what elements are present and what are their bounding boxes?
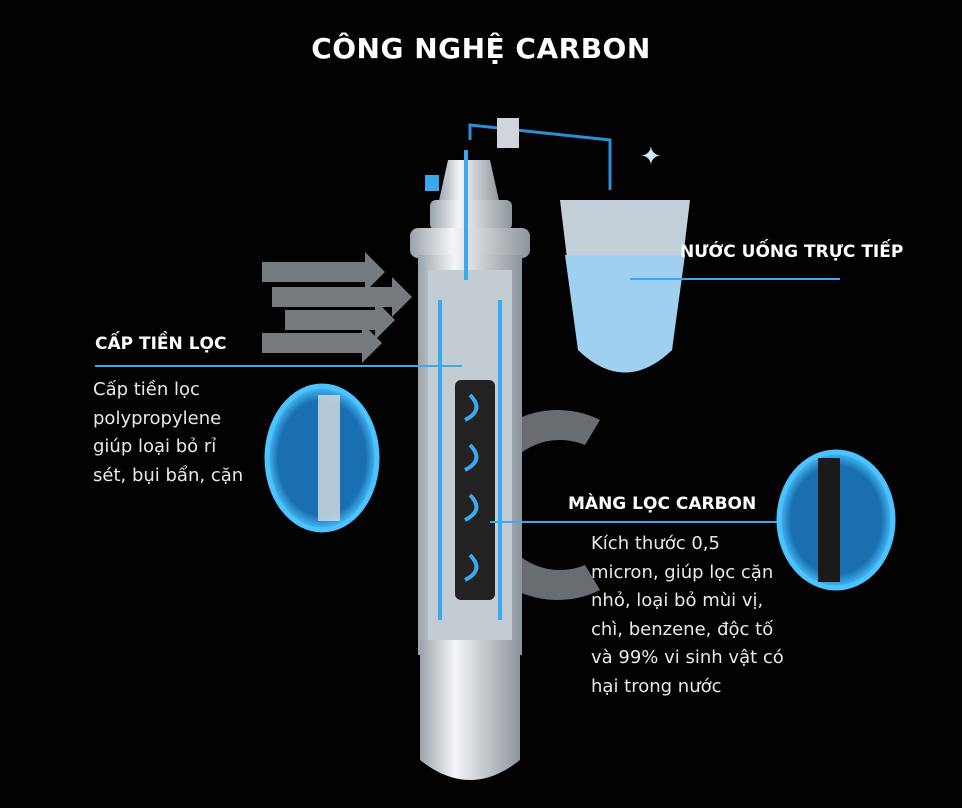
pre-filter-description: Cấp tiền lọc polypropylene giúp loại bỏ …	[93, 376, 243, 490]
description-line: chì, benzene, độc tố	[591, 618, 774, 640]
description-line: sét, bụi bẩn, cặn	[93, 464, 244, 486]
prefilter-closeup-icon	[264, 383, 380, 533]
description-line: Kích thước 0,5	[591, 533, 720, 554]
description-line: Cấp tiền lọc	[93, 379, 200, 400]
page-title: CÔNG NGHỆ CARBON	[311, 32, 651, 65]
description-line: micron, giúp lọc cặn	[591, 561, 774, 583]
carbon-membrane-label: MÀNG LỌC CARBON	[568, 494, 757, 514]
description-line: và 99% vi sinh vật có	[591, 647, 784, 668]
description-line: nhỏ, loại bỏ mùi vị,	[591, 590, 764, 611]
description-line: hại trong nước	[591, 675, 722, 697]
description-line: polypropylene	[93, 407, 222, 429]
svg-text:✦: ✦	[640, 142, 662, 172]
carbon-closeup-icon	[776, 449, 896, 591]
description-line: giúp loại bỏ rỉ	[93, 436, 217, 457]
carbon-membrane-description: Kích thước 0,5 micron, giúp lọc cặn nhỏ,…	[591, 530, 784, 701]
pre-filter-label: CẤP TIỀN LỌC	[95, 334, 227, 354]
drinking-water-label: NƯỚC UỐNG TRỰC TIẾP	[680, 242, 904, 262]
water-glass-icon	[560, 200, 690, 373]
filter-cartridge	[410, 150, 530, 780]
water-inflow-arrows-icon	[262, 252, 412, 363]
